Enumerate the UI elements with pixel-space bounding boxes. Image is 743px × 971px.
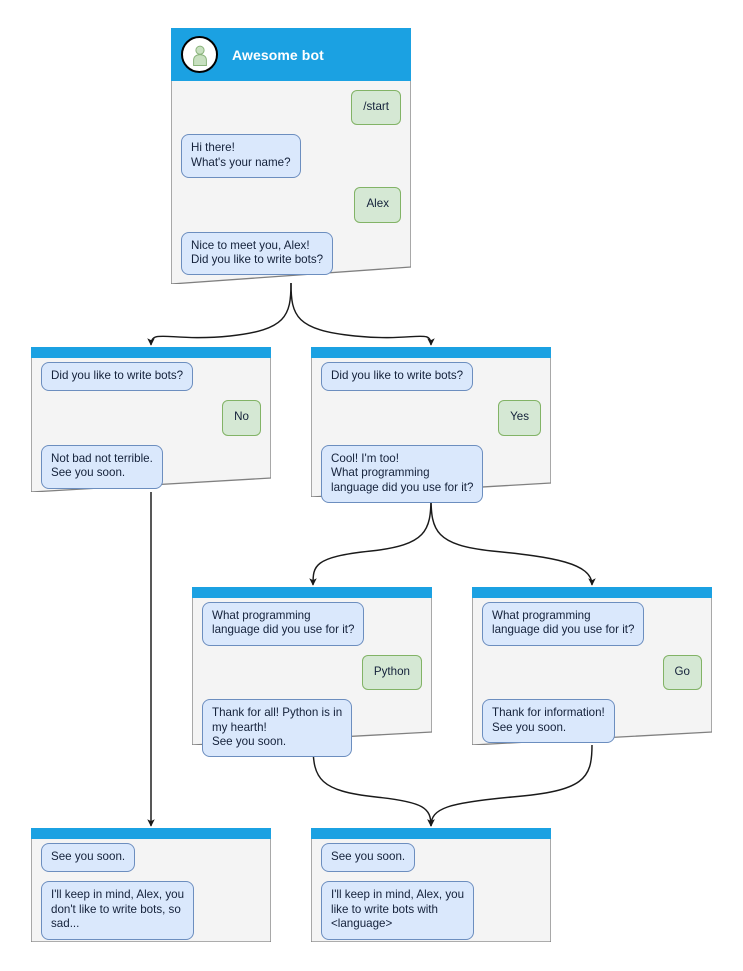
message-row: Alex (181, 187, 401, 223)
message-row: Cool! I'm too! What programming language… (321, 444, 541, 504)
message-row: Hi there! What's your name? (181, 134, 401, 179)
bot-name-label: Awesome bot (232, 46, 324, 63)
message-row: Did you like to write bots? (41, 362, 261, 392)
edge-go-to-end-happy (427, 744, 593, 827)
bot-bubble[interactable]: Hi there! What's your name? (181, 134, 301, 179)
bot-bubble[interactable]: What programming language did you use fo… (482, 602, 645, 646)
bot-bubble[interactable]: I'll keep in mind, Alex, you like to wri… (321, 881, 475, 940)
message-row: Go (482, 654, 702, 691)
message-row: No (41, 400, 261, 436)
edge-start-to-yes (290, 282, 435, 346)
person-icon (181, 36, 218, 73)
card-no-branch-header (31, 347, 271, 358)
bot-bubble[interactable]: Thank for all! Python is in my hearth! S… (202, 699, 353, 758)
message-row: See you soon. (41, 843, 261, 873)
user-bubble[interactable]: Yes (498, 400, 541, 436)
card-start[interactable]: Awesome bot /start Hi there! What's your… (171, 28, 411, 284)
card-end-sad-messages: See you soon. I'll keep in mind, Alex, y… (31, 843, 271, 949)
message-row: Thank for information! See you soon. (482, 699, 702, 744)
message-row: Not bad not terrible. See you soon. (41, 444, 261, 489)
card-end-sad[interactable]: See you soon. I'll keep in mind, Alex, y… (31, 828, 271, 942)
message-row: /start (181, 90, 401, 126)
bot-bubble[interactable]: What programming language did you use fo… (202, 602, 365, 646)
bot-bubble[interactable]: Did you like to write bots? (321, 362, 474, 392)
person-glyph (192, 45, 207, 66)
card-no-branch[interactable]: Did you like to write bots? No Not bad n… (31, 347, 271, 492)
user-bubble[interactable]: Alex (354, 187, 401, 223)
bot-bubble[interactable]: See you soon. (41, 843, 136, 873)
message-row: Did you like to write bots? (321, 362, 541, 392)
bot-bubble[interactable]: Nice to meet you, Alex! Did you like to … (181, 231, 334, 276)
card-python-branch-header (192, 587, 432, 598)
message-row: I'll keep in mind, Alex, you don't like … (41, 881, 261, 940)
message-row: Thank for all! Python is in my hearth! S… (202, 699, 422, 758)
card-python-branch-messages: What programming language did you use fo… (192, 602, 432, 766)
user-bubble[interactable]: Python (361, 654, 422, 691)
card-yes-branch-header (311, 347, 551, 358)
card-go-branch[interactable]: What programming language did you use fo… (472, 587, 712, 745)
card-no-branch-messages: Did you like to write bots? No Not bad n… (31, 362, 271, 498)
card-start-messages: /start Hi there! What's your name? Alex … (171, 90, 411, 284)
message-row: See you soon. (321, 843, 541, 873)
card-end-happy[interactable]: See you soon. I'll keep in mind, Alex, y… (311, 828, 551, 942)
bot-bubble[interactable]: Cool! I'm too! What programming language… (321, 444, 484, 504)
card-yes-branch-messages: Did you like to write bots? Yes Cool! I'… (311, 362, 551, 512)
card-start-header: Awesome bot (171, 28, 411, 81)
message-row: What programming language did you use fo… (482, 602, 702, 646)
card-yes-branch[interactable]: Did you like to write bots? Yes Cool! I'… (311, 347, 551, 504)
edge-start-to-no (147, 282, 292, 346)
user-bubble[interactable]: Go (662, 654, 702, 691)
message-row: I'll keep in mind, Alex, you like to wri… (321, 881, 541, 940)
message-row: Yes (321, 400, 541, 436)
bot-bubble[interactable]: Did you like to write bots? (41, 362, 194, 392)
bot-bubble[interactable]: Thank for information! See you soon. (482, 699, 615, 744)
message-row: Nice to meet you, Alex! Did you like to … (181, 231, 401, 276)
bot-bubble[interactable]: See you soon. (321, 843, 416, 873)
card-end-happy-messages: See you soon. I'll keep in mind, Alex, y… (311, 843, 551, 949)
card-end-sad-header (31, 828, 271, 839)
user-bubble[interactable]: /start (351, 90, 401, 126)
bot-bubble[interactable]: I'll keep in mind, Alex, you don't like … (41, 881, 195, 940)
card-go-branch-messages: What programming language did you use fo… (472, 602, 712, 752)
message-row: What programming language did you use fo… (202, 602, 422, 646)
message-row: Python (202, 654, 422, 691)
card-end-happy-header (311, 828, 551, 839)
user-bubble[interactable]: No (222, 400, 261, 436)
card-go-branch-header (472, 587, 712, 598)
card-python-branch[interactable]: What programming language did you use fo… (192, 587, 432, 758)
bot-bubble[interactable]: Not bad not terrible. See you soon. (41, 444, 163, 489)
